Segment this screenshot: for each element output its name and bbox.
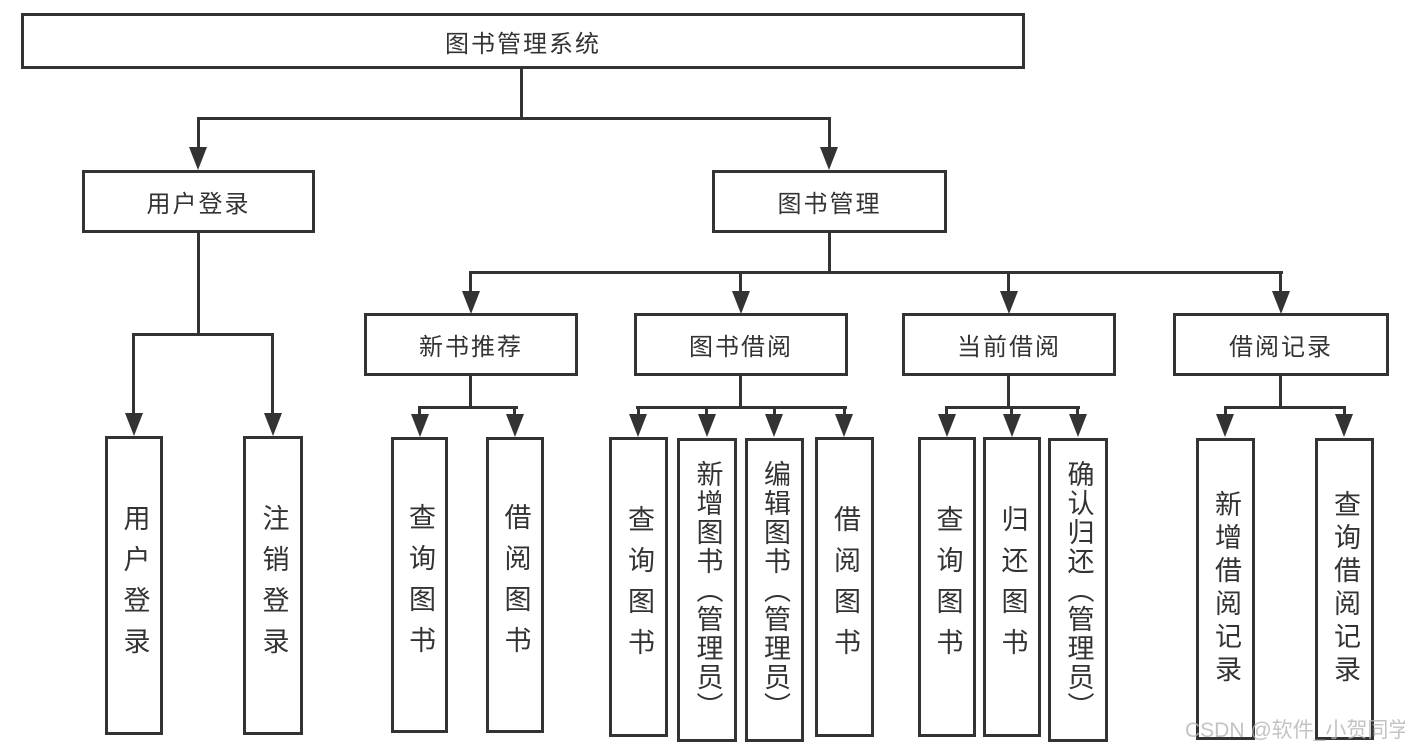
connector-user-login-hbar: [132, 333, 274, 336]
arrowhead-book-management: [820, 147, 838, 170]
node-borrow-books-borrow: 借阅图书: [815, 437, 874, 737]
node-label: 查询借阅记录: [1330, 490, 1360, 688]
node-label: 查询图书: [932, 505, 963, 669]
connector-drop-bb-add: [705, 406, 708, 416]
connector-drop-br-query: [1343, 406, 1346, 416]
node-user-login-action: 用户登录: [105, 436, 163, 735]
node-edit-book-admin: 编辑图书（管理员）: [745, 438, 804, 742]
node-label: 当前借阅: [957, 334, 1061, 361]
arrowhead-cb-confirm: [1069, 414, 1087, 437]
node-add-book-admin: 新增图书（管理员）: [677, 438, 737, 742]
connector-user-login-trunk: [197, 233, 200, 335]
connector-drop-br-add: [1224, 406, 1227, 416]
node-label: 查询图书: [405, 503, 435, 667]
connector-drop-cb-confirm: [1076, 406, 1079, 416]
arrowhead-bb-edit: [765, 414, 783, 437]
arrowhead-login-leaf: [125, 413, 143, 436]
node-label: 归还图书: [997, 505, 1028, 669]
connector-drop-nb-borrow: [513, 406, 516, 416]
connector-borrow-records-trunk: [1279, 376, 1282, 408]
connector-drop-bb-edit: [773, 406, 776, 416]
node-label: 图书借阅: [689, 334, 793, 361]
connector-book-management-hbar: [469, 271, 1283, 274]
connector-new-book-hbar: [418, 406, 518, 409]
arrowhead-cb-query: [938, 414, 956, 437]
node-label: 图书管理系统: [445, 30, 601, 58]
node-label: 借阅图书: [500, 503, 531, 667]
arrowhead-cb-return: [1003, 414, 1021, 437]
node-label: 借阅图书: [830, 505, 860, 669]
node-label: 确认归还（管理员）: [1063, 459, 1094, 721]
node-query-books-borrow: 查询图书: [609, 437, 668, 737]
arrowhead-user-login: [189, 147, 207, 170]
connector-drop-nb-query: [418, 406, 421, 416]
arrowhead-current-borrow: [1000, 291, 1018, 314]
node-label: 新增图书（管理员）: [692, 459, 723, 721]
connector-drop-logout-leaf: [271, 333, 274, 413]
connector-drop-bb-borrow: [843, 406, 846, 416]
node-label: 新书推荐: [419, 334, 523, 361]
connector-book-borrow-hbar: [636, 406, 847, 409]
connector-drop-borrow-records: [1279, 271, 1282, 293]
node-library-management-system: 图书管理系统: [21, 13, 1025, 69]
connector-drop-bb-query: [637, 406, 640, 416]
node-label: 编辑图书（管理员）: [760, 459, 790, 721]
node-add-borrow-record: 新增借阅记录: [1196, 438, 1255, 740]
connector-drop-book-borrow: [739, 271, 742, 293]
node-query-borrow-record: 查询借阅记录: [1315, 438, 1374, 740]
connector-drop-book-management: [828, 117, 831, 149]
node-confirm-return-admin: 确认归还（管理员）: [1048, 438, 1108, 742]
arrowhead-br-add: [1216, 414, 1234, 437]
connector-drop-user-login: [197, 117, 200, 149]
node-label: 用户登录: [119, 503, 150, 668]
node-label: 用户登录: [146, 191, 251, 218]
connector-drop-cb-query: [945, 406, 948, 416]
connector-borrow-records-hbar: [1224, 406, 1346, 409]
arrowhead-bb-borrow: [835, 414, 853, 437]
connector-drop-login-leaf: [132, 333, 135, 413]
node-user-login: 用户登录: [82, 170, 315, 233]
connector-new-book-trunk: [469, 376, 472, 408]
arrowhead-logout-leaf: [264, 413, 282, 436]
node-label: 图书管理: [777, 191, 882, 218]
connector-drop-cb-return: [1010, 406, 1013, 416]
arrowhead-br-query: [1335, 414, 1353, 437]
node-label: 新增借阅记录: [1211, 490, 1241, 688]
arrowhead-bb-add: [698, 414, 716, 437]
node-borrowing-records: 借阅记录: [1173, 313, 1389, 376]
watermark: CSDN @软件_小贺同学: [1185, 719, 1405, 742]
connector-book-management-trunk: [828, 233, 831, 274]
node-borrow-books-newrec: 借阅图书: [486, 437, 544, 733]
arrowhead-nb-query: [411, 414, 429, 437]
connector-root-hbar: [197, 117, 831, 120]
arrowhead-bb-query: [629, 414, 647, 437]
node-label: 借阅记录: [1229, 334, 1333, 361]
connector-root-trunk: [520, 68, 523, 120]
arrowhead-borrow-records: [1272, 291, 1290, 314]
node-logout-action: 注销登录: [243, 436, 303, 735]
node-return-book: 归还图书: [983, 437, 1041, 737]
connector-book-borrow-trunk: [739, 376, 742, 408]
arrowhead-nb-borrow: [506, 414, 524, 437]
node-label: 注销登录: [258, 503, 289, 668]
node-current-borrowing: 当前借阅: [902, 313, 1116, 376]
arrowhead-new-book: [462, 291, 480, 314]
arrowhead-book-borrow: [732, 291, 750, 314]
node-query-books-newrec: 查询图书: [391, 437, 448, 733]
node-query-books-current: 查询图书: [918, 437, 976, 737]
connector-drop-current-borrow: [1007, 271, 1010, 293]
node-new-book-recommend: 新书推荐: [364, 313, 578, 376]
connector-drop-new-book: [469, 271, 472, 293]
node-label: 查询图书: [624, 505, 654, 669]
node-book-management: 图书管理: [712, 170, 947, 233]
node-book-borrowing: 图书借阅: [634, 313, 848, 376]
connector-current-borrow-trunk: [1007, 376, 1010, 408]
